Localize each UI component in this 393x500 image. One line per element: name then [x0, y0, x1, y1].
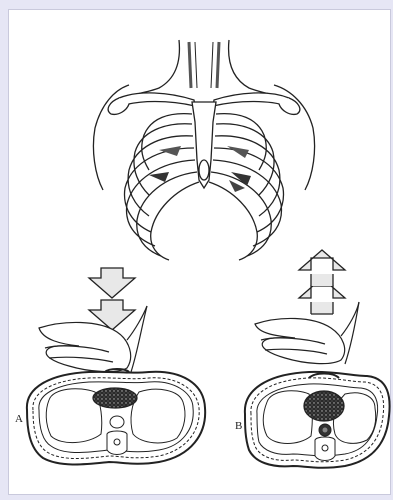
hand-a [39, 306, 147, 372]
cross-section-a [27, 369, 205, 465]
cross-section-b [245, 372, 390, 468]
hand-b [255, 302, 359, 364]
panel-b-label: B [235, 420, 242, 432]
double-arrow-up-icon [299, 250, 345, 314]
panel-b-illustration [245, 250, 390, 468]
panel-a-illustration [27, 268, 205, 465]
double-arrow-down-icon [89, 268, 135, 330]
thorax-illustration [93, 40, 314, 260]
figure-panel: A B [8, 9, 391, 495]
panel-a-label: A [15, 413, 23, 425]
